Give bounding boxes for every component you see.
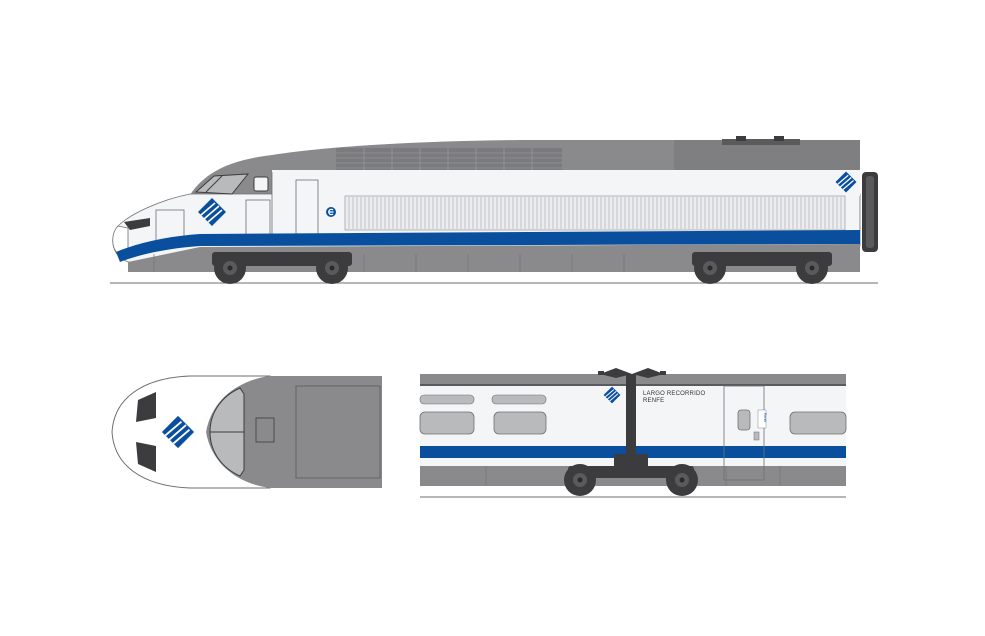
blue-livery-stripe: [116, 230, 860, 262]
roof-grille: [336, 148, 562, 170]
passenger-window: [789, 411, 847, 435]
top-view-headlight-upper: [136, 392, 156, 422]
roof-insulator-1: [736, 136, 746, 141]
pantograph-base: [722, 139, 800, 145]
rear-gangway-inner: [866, 176, 874, 248]
windshield-frame: [205, 175, 223, 193]
passenger-car-side-view: Renfe LARGO RECORRIDO RENFE: [419, 368, 847, 498]
nose-headlight: [124, 218, 150, 230]
car-livery-line-1: LARGO RECORRIDO: [643, 391, 705, 397]
upper-window: [419, 394, 475, 405]
top-view-roof-panel: [295, 385, 381, 479]
door-handle: [753, 431, 760, 441]
roof-white-band: [272, 170, 860, 196]
top-view-headlight-lower: [136, 442, 156, 472]
roof-grille-lines: [336, 148, 562, 170]
skirt-panel-lines: [153, 254, 625, 272]
car-bogie: [564, 464, 698, 496]
car-livery-line-2: RENFE: [643, 398, 664, 404]
power-car-top-view: [111, 375, 382, 489]
door-placard: Renfe: [757, 409, 767, 429]
side-louver-panel: [344, 195, 846, 231]
door-placard-text: Renfe: [763, 413, 767, 422]
passenger-window: [493, 411, 547, 435]
side-louver-lines: [348, 197, 842, 229]
cab-side-window: [253, 176, 269, 192]
roof-insulator-2: [774, 136, 784, 141]
rear-bogie: [692, 252, 832, 284]
top-view-roof-hatch: [255, 417, 275, 443]
front-bogie: [212, 252, 352, 284]
upper-window: [491, 394, 547, 405]
car-door: [723, 385, 765, 481]
ave-e-emblem-icon: [326, 207, 336, 217]
car-door-window: [737, 409, 751, 431]
power-car-side-view: [110, 136, 878, 284]
pantograph-icon: [598, 368, 666, 468]
passenger-window: [419, 411, 475, 435]
